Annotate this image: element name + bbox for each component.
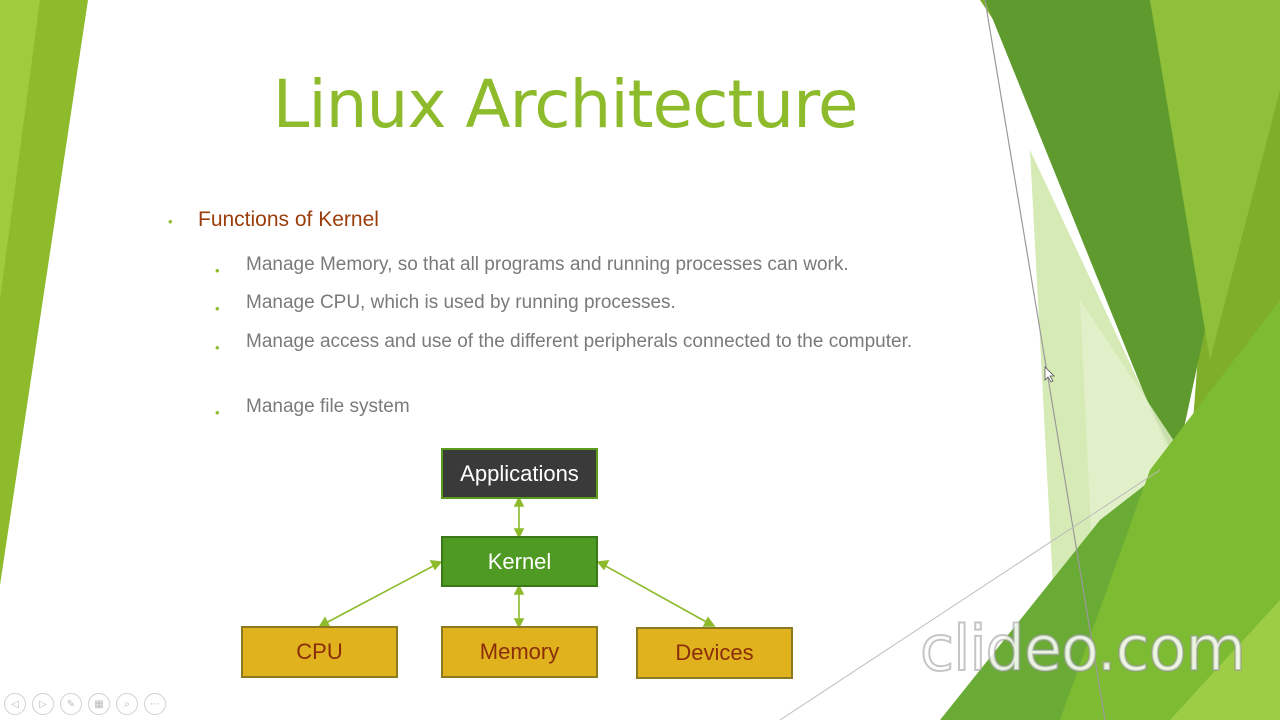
bullet-icon: • [215,340,220,355]
bullet-icon: • [168,214,173,229]
bullet-icon: • [215,405,220,420]
list-item: • Manage Memory, so that all programs an… [215,252,935,278]
devices-box: Devices [636,627,793,679]
slide-title: Linux Architecture [272,66,859,143]
bullet-icon: • [215,263,220,278]
list-item: • Manage CPU, which is used by running p… [215,290,935,316]
watermark: clideo.com [919,611,1247,686]
list-item-text: Manage CPU, which is used by running pro… [246,292,676,313]
list-item-text: Manage access and use of the different p… [246,331,913,352]
list-item: • Manage access and use of the different… [215,329,935,355]
slides-icon[interactable]: ▦ [88,693,110,715]
zoom-icon[interactable]: ⌕ [116,693,138,715]
next-icon[interactable]: ▷ [32,693,54,715]
applications-box: Applications [441,448,598,499]
pen-icon[interactable]: ✎ [60,693,82,715]
more-icon[interactable]: ⋯ [144,693,166,715]
kernel-box: Kernel [441,536,598,587]
list-item-text: Manage file system [246,396,410,417]
cpu-box: CPU [241,626,398,678]
memory-box: Memory [441,626,598,678]
heading-text: Functions of Kernel [198,208,379,231]
prev-icon[interactable]: ◁ [4,693,26,715]
slideshow-controls: ◁ ▷ ✎ ▦ ⌕ ⋯ [4,693,166,715]
bullet-icon: • [215,301,220,316]
list-item-text: Manage Memory, so that all programs and … [246,254,849,275]
list-item: • Manage file system [215,394,935,420]
